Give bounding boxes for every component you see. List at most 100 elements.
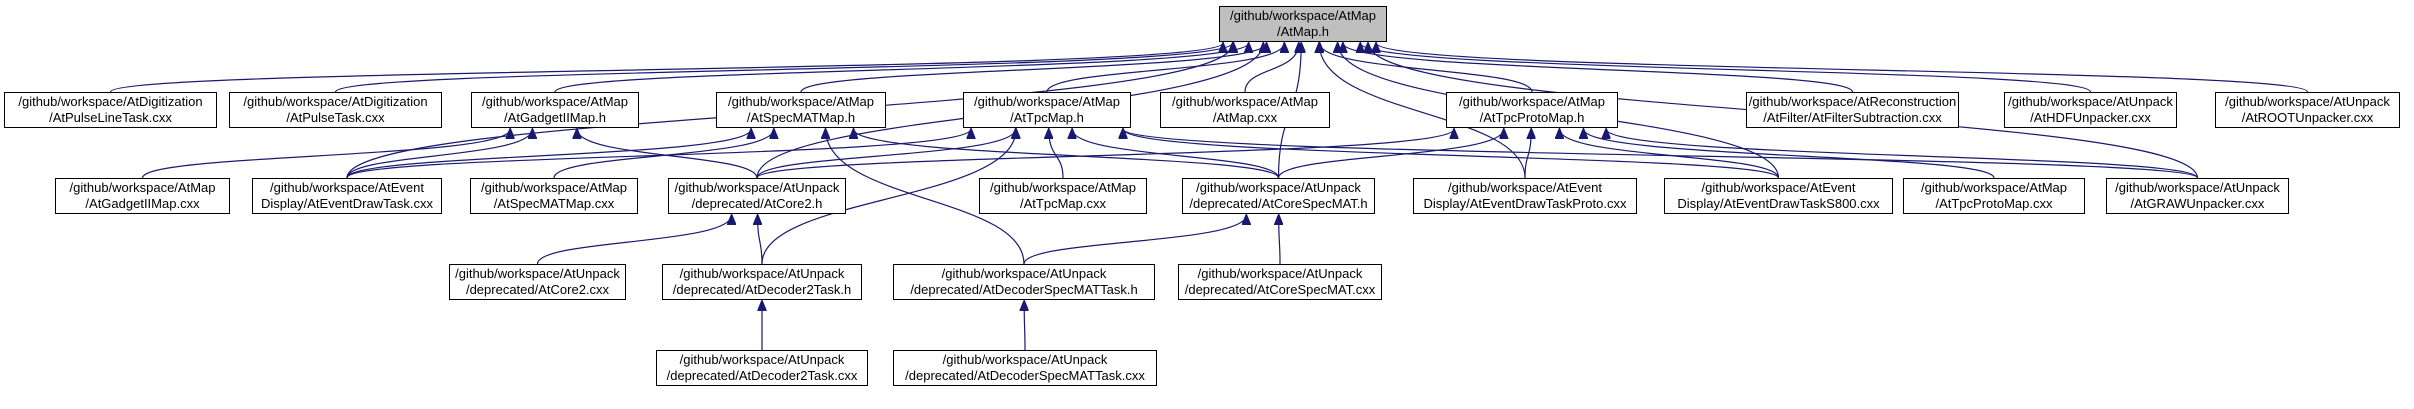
node-ateventdrawtaskproto-cxx[interactable]: /github/workspace/AtEvent Display/AtEven… — [1413, 178, 1637, 214]
node-path: /github/workspace/AtUnpack — [1197, 266, 1363, 281]
edge-gadget_h-to-root — [554, 43, 1249, 93]
node-atcore2-cxx[interactable]: /github/workspace/AtUnpack /deprecated/A… — [449, 264, 626, 300]
edge-drawtask_cxx-to-specmat_h — [346, 129, 751, 179]
node-path: /github/workspace/AtUnpack — [679, 352, 845, 367]
edge-decspecmat_h-to-corespecmat_h — [1023, 215, 1246, 265]
edge-tpcmap_cxx-to-tpcmap_h — [1049, 129, 1064, 179]
node-file: /deprecated/AtDecoderSpecMATTask.cxx — [905, 368, 1145, 383]
node-path: /github/workspace/AtEvent — [1701, 180, 1856, 195]
node-file: /AtPulseLineTask.cxx — [49, 110, 172, 125]
node-path: /github/workspace/AtMap — [482, 94, 628, 109]
node-path: /github/workspace/AtUnpack — [941, 266, 1107, 281]
node-path: /github/workspace/AtDigitization — [243, 94, 428, 109]
node-atgrawunpacker-cxx[interactable]: /github/workspace/AtUnpack /AtGRAWUnpack… — [2106, 178, 2289, 214]
node-file: /deprecated/AtCore2.cxx — [465, 282, 610, 297]
edge-pulse_task-to-root — [334, 43, 1233, 93]
node-atpulsetask-cxx[interactable]: /github/workspace/AtDigitization /AtPuls… — [229, 92, 442, 128]
node-path: /github/workspace/AtUnpack — [942, 352, 1108, 367]
node-path: /github/workspace/AtMap — [1921, 180, 2067, 195]
edge-corespecmat_h-to-tpcmap_h — [1072, 129, 1280, 179]
edge-core2_cxx-to-core2_h — [536, 215, 732, 265]
edge-drawproto_cxx-to-root — [1319, 43, 1526, 179]
edge-hdf_cxx-to-root — [1360, 43, 2092, 93]
edge-specmat_h-to-root — [800, 43, 1266, 93]
node-file: /AtSpecMATMap.cxx — [493, 196, 615, 211]
node-atcorespecmat-h[interactable]: /github/workspace/AtUnpack /deprecated/A… — [1182, 178, 1375, 214]
node-path: /github/workspace/AtMap — [1459, 94, 1605, 109]
node-path: /github/workspace/AtUnpack — [674, 180, 840, 195]
edge-drawtask_cxx-to-gadget_h — [346, 129, 532, 179]
edge-pulseline_task-to-root — [109, 43, 1224, 93]
node-file: Display/AtEventDrawTaskProto.cxx — [1423, 196, 1627, 211]
node-attpcprotomap-h[interactable]: /github/workspace/AtMap /AtTpcProtoMap.h — [1446, 92, 1618, 128]
node-path: /github/workspace/AtMap — [974, 94, 1120, 109]
node-atmap-cxx[interactable]: /github/workspace/AtMap /AtMap.cxx — [1160, 92, 1330, 128]
edge-atmap_cxx-to-root — [1244, 43, 1299, 93]
edge-tpcmap_h-to-root — [1046, 43, 1284, 93]
node-ateventdrawtask-cxx[interactable]: /github/workspace/AtEvent Display/AtEven… — [252, 178, 442, 214]
edge-core2_h-to-tpcproto_h — [756, 129, 1454, 179]
node-path: /github/workspace/AtMap — [69, 180, 216, 195]
node-path: /github/workspace/AtUnpack — [455, 266, 620, 281]
node-file: /AtMap.h — [1276, 24, 1330, 39]
node-attpcmap-cxx[interactable]: /github/workspace/AtMap /AtTpcMap.cxx — [979, 178, 1147, 214]
node-atdecoderspecmattask-cxx[interactable]: /github/workspace/AtUnpack /deprecated/A… — [893, 350, 1157, 386]
edge-tpcproto_h-to-root — [1320, 43, 1533, 93]
node-file: /deprecated/AtDecoderSpecMATTask.h — [910, 282, 1138, 297]
node-file: /AtTpcMap.cxx — [1020, 196, 1106, 211]
edge-root_unpack_cxx-to-root — [1376, 43, 2309, 93]
node-file: /AtTpcProtoMap.cxx — [1935, 196, 2053, 211]
node-path: /github/workspace/AtMap — [728, 94, 874, 109]
node-file: /AtTpcMap.h — [1010, 110, 1084, 125]
node-atcore2-h[interactable]: /github/workspace/AtUnpack /deprecated/A… — [668, 178, 846, 214]
edge-drawproto_cxx-to-tpcproto_h — [1524, 129, 1531, 179]
node-ateventdrawtasks800-cxx[interactable]: /github/workspace/AtEvent Display/AtEven… — [1664, 178, 1893, 214]
edge-core2_h-to-tpcmap_h — [756, 129, 1016, 179]
edge-corespecmat_cxx-to-corespecmat_h — [1279, 215, 1280, 265]
node-atdecoder2task-cxx[interactable]: /github/workspace/AtUnpack /deprecated/A… — [656, 350, 868, 386]
node-path: /github/workspace/AtDigitization — [18, 94, 203, 109]
edge-drawtask_cxx-to-tpcmap_h — [346, 129, 971, 179]
node-atpulselinetask-cxx[interactable]: /github/workspace/AtDigitization /AtPuls… — [4, 92, 217, 128]
node-atrootunpacker-cxx[interactable]: /github/workspace/AtUnpack /AtROOTUnpack… — [2215, 92, 2400, 128]
node-file: /AtSpecMATMap.h — [746, 110, 856, 125]
edge-corespecmat_h-to-specmat_h — [854, 129, 1280, 179]
node-atspecmatmap-h[interactable]: /github/workspace/AtMap /AtSpecMATMap.h — [716, 92, 886, 128]
node-file: /deprecated/AtCore2.h — [691, 196, 823, 211]
edge-decspecmat_h-to-specmat_h — [826, 129, 1025, 265]
node-file: /AtPulseTask.cxx — [286, 110, 385, 125]
edge-filtersub_cxx-to-root — [1343, 43, 1854, 93]
node-path: /github/workspace/AtUnpack — [679, 266, 845, 281]
edge-tpcproto_cxx-to-tpcproto_h — [1583, 129, 1995, 179]
node-atfiltersubtraction-cxx[interactable]: /github/workspace/AtReconstruction /AtFi… — [1746, 92, 1959, 128]
node-file: /AtTpcProtoMap.h — [1479, 110, 1585, 125]
node-path: /github/workspace/AtUnpack — [2008, 94, 2173, 109]
node-file: /deprecated/AtCoreSpecMAT.cxx — [1184, 282, 1376, 297]
node-athdfunpacker-cxx[interactable]: /github/workspace/AtUnpack /AtHDFUnpacke… — [2004, 92, 2177, 128]
node-attpcmap-h[interactable]: /github/workspace/AtMap /AtTpcMap.h — [963, 92, 1131, 128]
node-path: /github/workspace/AtMap — [481, 180, 627, 195]
node-file: /deprecated/AtDecoder2Task.h — [672, 282, 852, 297]
node-atspecmatmap-cxx[interactable]: /github/workspace/AtMap /AtSpecMATMap.cx… — [470, 178, 638, 214]
node-file: Display/AtEventDrawTaskS800.cxx — [1677, 196, 1880, 211]
node-file: /AtGadgetIIMap.h — [504, 110, 606, 125]
node-atdecoder2task-h[interactable]: /github/workspace/AtUnpack /deprecated/A… — [662, 264, 862, 300]
node-path: /github/workspace/AtMap — [1230, 8, 1376, 23]
node-atdecoderspecmattask-h[interactable]: /github/workspace/AtUnpack /deprecated/A… — [893, 264, 1155, 300]
node-atcorespecmat-cxx[interactable]: /github/workspace/AtUnpack /deprecated/A… — [1178, 264, 1382, 300]
edge-decoder2_h-to-core2_h — [758, 215, 763, 265]
node-file: /AtMap.cxx — [1212, 110, 1278, 125]
edge-graw_cxx-to-tpcproto_h — [1606, 129, 2199, 179]
edge-graw_cxx-to-tpcmap_h — [1123, 129, 2199, 179]
node-path: /github/workspace/AtMap — [990, 180, 1136, 195]
node-atgadgetiimap-cxx[interactable]: /github/workspace/AtMap /AtGadgetIIMap.c… — [55, 178, 230, 214]
edge-draws800_cxx-to-tpcmap_h — [1123, 129, 1780, 179]
node-attpcprotomap-cxx[interactable]: /github/workspace/AtMap /AtTpcProtoMap.c… — [1903, 178, 2085, 214]
edge-core2_h-to-gadget_h — [577, 129, 758, 179]
node-atgadgetiimap-h[interactable]: /github/workspace/AtMap /AtGadgetIIMap.h — [471, 92, 639, 128]
node-path: /github/workspace/AtReconstruction — [1748, 94, 1957, 109]
node-root-atmap-h[interactable]: /github/workspace/AtMap /AtMap.h — [1219, 6, 1387, 42]
node-file: /AtHDFUnpacker.cxx — [2030, 110, 2151, 125]
node-path: /github/workspace/AtEvent — [270, 180, 424, 195]
node-file: Display/AtEventDrawTask.cxx — [261, 196, 433, 211]
